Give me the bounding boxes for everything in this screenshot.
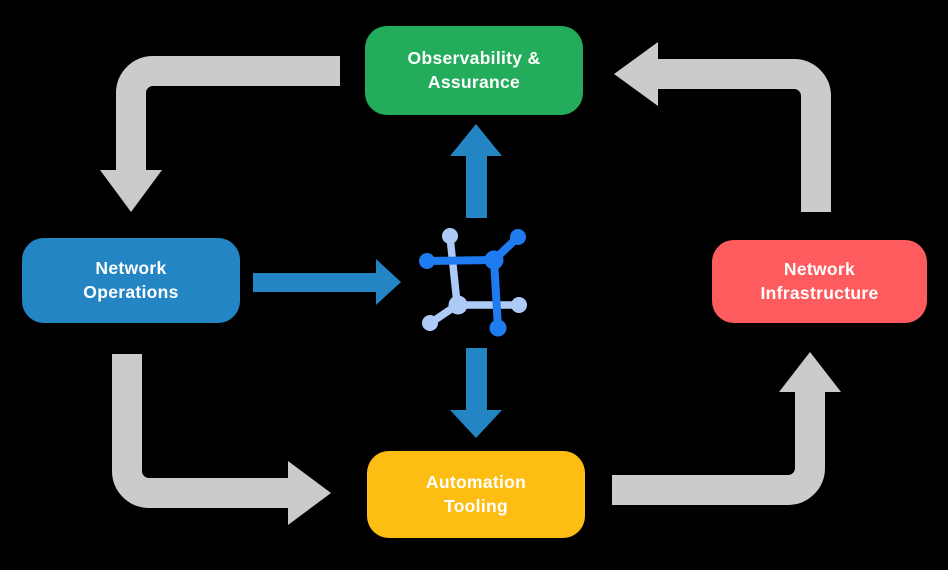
node-network-operations: Network Operations xyxy=(22,238,240,323)
node-automation-tooling: Automation Tooling xyxy=(367,451,585,538)
node-label-line: Automation xyxy=(425,472,527,493)
node-observability-assurance: Observability & Assurance xyxy=(365,26,583,115)
node-label-line: Operations xyxy=(83,281,179,302)
node-label-line: Observability & xyxy=(407,48,541,69)
node-label-line: Tooling xyxy=(444,495,508,516)
arrow-automation-to-infrastructure xyxy=(612,352,841,505)
node-label-line: Infrastructure xyxy=(760,282,879,303)
arrow-operations-to-automation xyxy=(112,354,331,525)
arrow-infrastructure-to-observability xyxy=(614,42,831,212)
arrow-center-to-automation xyxy=(450,348,502,438)
node-label-line: Network xyxy=(95,258,167,279)
node-label-line: Network xyxy=(783,259,856,280)
arrow-center-to-observability xyxy=(450,124,502,218)
node-network-infrastructure: Network Infrastructure xyxy=(712,240,927,323)
arrow-operations-to-center xyxy=(253,259,401,305)
network-fabric-icon xyxy=(419,228,527,337)
arrow-observability-to-operations xyxy=(100,56,340,212)
node-label-line: Assurance xyxy=(427,71,521,92)
